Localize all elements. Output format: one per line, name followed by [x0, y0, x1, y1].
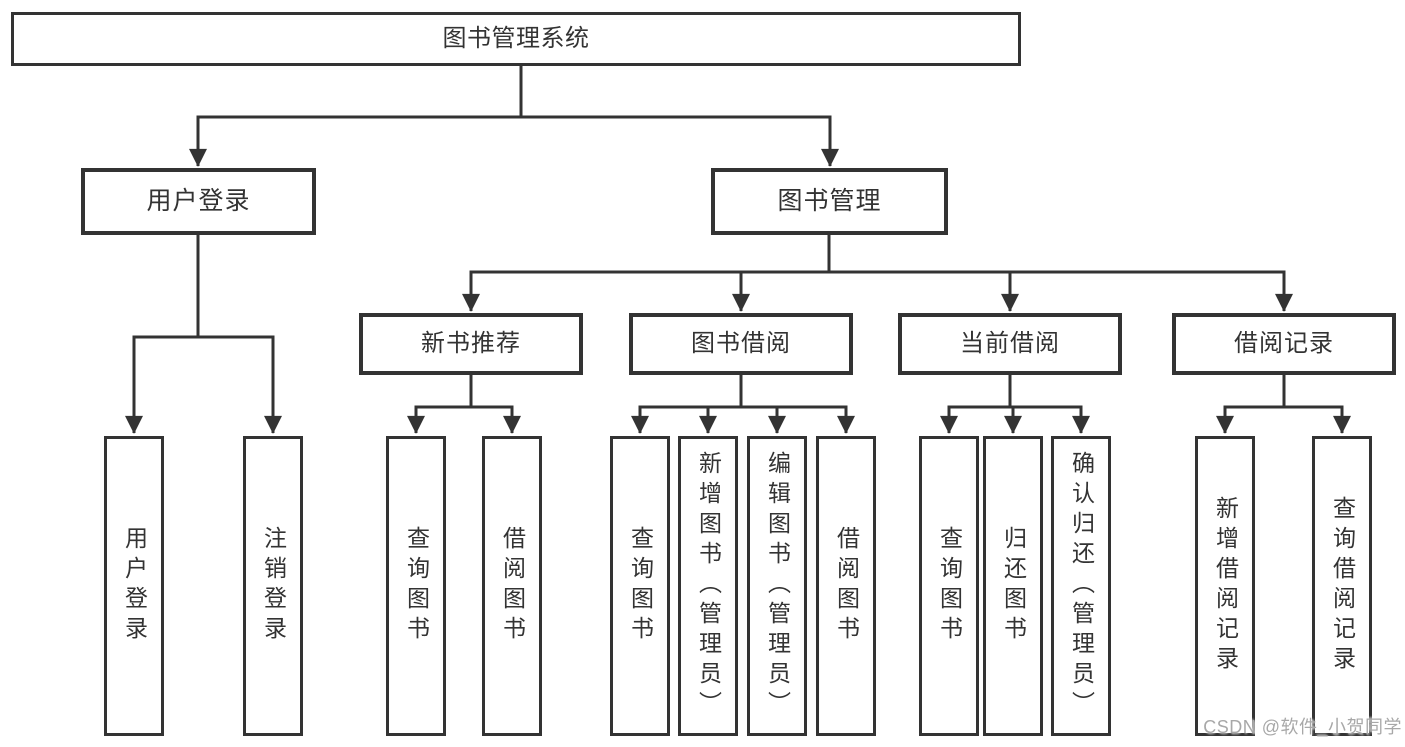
- leaf-query-book-current: 查询图书: [919, 436, 979, 736]
- node-label: 当前借阅: [960, 330, 1060, 357]
- node-book-borrowing: 图书借阅: [629, 313, 853, 375]
- node-label: 用户登录: [146, 187, 251, 215]
- leaf-return-book: 归还图书: [983, 436, 1043, 736]
- node-label: 借阅图书: [499, 526, 526, 646]
- leaf-logout: 注销登录: [243, 436, 303, 736]
- node-borrowing-records: 借阅记录: [1172, 313, 1396, 375]
- node-library-management-system: 图书管理系统: [11, 12, 1021, 66]
- leaf-query-book-recommend: 查询图书: [386, 436, 446, 736]
- plain-connectors: [132, 64, 1344, 409]
- leaf-query-borrow-record: 查询借阅记录: [1312, 436, 1372, 736]
- leaf-borrow-book: 借阅图书: [816, 436, 876, 736]
- leaf-edit-book-admin: 编辑图书（管理员）: [747, 436, 807, 736]
- node-label: 图书管理系统: [442, 25, 590, 52]
- node-label: 图书借阅: [691, 330, 791, 357]
- leaf-confirm-return-admin: 确认归还（管理员）: [1051, 436, 1111, 736]
- node-label: 图书管理: [777, 187, 882, 215]
- node-label: 归还图书: [1000, 526, 1027, 646]
- leaf-add-borrow-record: 新增借阅记录: [1195, 436, 1255, 736]
- leaf-borrow-book-recommend: 借阅图书: [482, 436, 542, 736]
- node-new-book-recommend: 新书推荐: [359, 313, 583, 375]
- node-current-borrowing: 当前借阅: [898, 313, 1122, 375]
- node-label: 新书推荐: [421, 330, 521, 357]
- node-label: 借阅图书: [833, 526, 860, 646]
- leaf-user-login: 用户登录: [104, 436, 164, 736]
- node-label: 查询借阅记录: [1329, 496, 1356, 676]
- leaf-query-book-borrowing: 查询图书: [610, 436, 670, 736]
- leaf-add-book-admin: 新增图书（管理员）: [678, 436, 738, 736]
- node-label: 编辑图书（管理员）: [764, 451, 791, 721]
- node-label: 确认归还（管理员）: [1068, 451, 1095, 721]
- node-label: 用户登录: [121, 526, 148, 646]
- node-label: 查询图书: [627, 526, 654, 646]
- node-label: 查询图书: [403, 526, 430, 646]
- node-label: 查询图书: [936, 526, 963, 646]
- node-label: 新增图书（管理员）: [695, 451, 722, 721]
- node-label: 注销登录: [260, 526, 287, 646]
- arrow-connectors: [125, 117, 1351, 434]
- node-book-management: 图书管理: [711, 168, 948, 235]
- node-label: 借阅记录: [1234, 330, 1334, 357]
- node-label: 新增借阅记录: [1212, 496, 1239, 676]
- csdn-watermark: CSDN @软件_小贺同学: [1203, 717, 1402, 737]
- node-user-login: 用户登录: [81, 168, 316, 235]
